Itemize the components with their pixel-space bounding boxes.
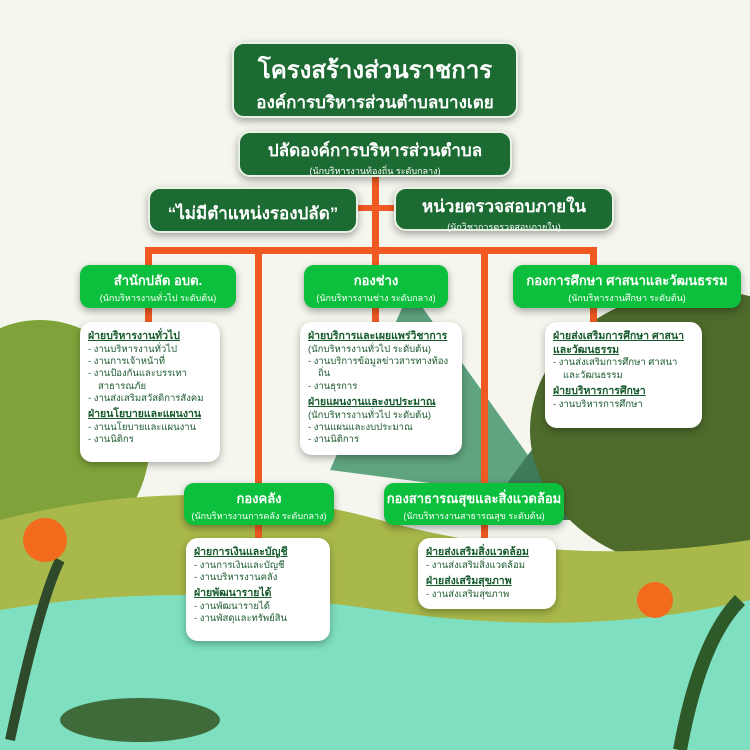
head-box: ปลัดองค์การบริหารส่วนตำบล (นักบริหารงานท… [238, 131, 512, 177]
section-heading: ฝ่ายส่งเสริมการศึกษา ศาสนาและวัฒนธรรม [553, 330, 684, 356]
section-note: (นักบริหารงานทั่วไป ระดับต้น) [308, 409, 431, 421]
section-item: - งานป้องกันและบรรเทาสาธารณภัย [88, 368, 188, 392]
section-heading: ฝ่ายส่งเสริมสิ่งแวดล้อม [426, 546, 529, 558]
division-title: กองสาธารณสุขและสิ่งแวดล้อม [386, 491, 562, 506]
section-item: - งานธุรการ [308, 380, 358, 392]
section-item: - งานพัฒนารายได้ [194, 600, 270, 612]
connector [481, 247, 488, 492]
section-item: - งานนโยบายและแผนงาน [88, 422, 197, 433]
section-item: - งานบริหารการศึกษา [553, 398, 643, 410]
division-box: กองคลัง (นักบริหารงานการคลัง ระดับกลาง) [184, 483, 334, 525]
connector-horizontal [145, 247, 596, 254]
section-item: - งานส่งเสริมสวัสดิการสังคม [88, 393, 204, 405]
section-card: ฝ่ายบริหารงานทั่วไป- งานบริหารงานทั่วไป-… [80, 322, 220, 462]
section-item: - งานบริหารงานทั่วไป [88, 343, 177, 355]
section-heading: ฝ่ายการเงินและบัญชี [194, 546, 288, 558]
section-heading: ฝ่ายแผนงานและงบประมาณ [308, 396, 436, 409]
section-heading: ฝ่ายบริหารการศึกษา [553, 384, 646, 397]
section-note: (นักบริหารงานทั่วไป ระดับต้น) [308, 343, 431, 355]
division-sub: (นักบริหารงานช่าง ระดับกลาง) [316, 293, 436, 303]
section-heading: ฝ่ายบริหารงานทั่วไป [88, 330, 180, 342]
section-item: - งานแผนและงบประมาณ [308, 422, 413, 433]
division-sub: (นักบริหารงานศึกษา ระดับต้น) [568, 293, 686, 303]
division-sub: (นักบริหารงานสาธารณสุข ระดับต้น) [403, 511, 545, 521]
connector [255, 520, 262, 545]
head-title: ปลัดองค์การบริหารส่วนตำบล [267, 141, 483, 160]
connector [255, 247, 262, 492]
audit-box: หน่วยตรวจสอบภายใน (นักวิชาการตรวจสอบภายใ… [394, 187, 614, 232]
division-box: กองช่าง (นักบริหารงานช่าง ระดับกลาง) [304, 265, 448, 308]
section-card: ฝ่ายส่งเสริมการศึกษา ศาสนาและวัฒนธรรม- ง… [545, 322, 702, 428]
connector-side [355, 205, 395, 211]
division-sub: (นักบริหารงานทั่วไป ระดับต้น) [99, 293, 217, 303]
section-item: - งานการเงินและบัญชี [194, 559, 285, 571]
section-card: ฝ่ายส่งเสริมสิ่งแวดล้อม- งานส่งเสริมสิ่ง… [418, 538, 556, 609]
section-item: - งานบริหารงานคลัง [194, 571, 278, 583]
section-item: - งานนิติการ [308, 434, 360, 446]
section-card: ฝ่ายการเงินและบัญชี- งานการเงินและบัญชี-… [186, 538, 330, 641]
division-sub: (นักบริหารงานการคลัง ระดับกลาง) [191, 511, 327, 521]
head-sub: (นักบริหารงานท้องถิ่น ระดับกลาง) [309, 166, 441, 176]
division-title: กองคลัง [236, 491, 282, 506]
deputy-box: “ไม่มีตำแหน่งรองปลัด” [148, 187, 358, 233]
division-title: สำนักปลัด อบต. [113, 273, 203, 288]
section-item: - งานส่งเสริมสิ่งแวดล้อม [426, 559, 525, 571]
section-card: ฝ่ายบริการและเผยแพร่วิชาการ(นักบริหารงาน… [300, 322, 462, 455]
section-item: - งานพัสดุและทรัพย์สิน [194, 613, 288, 625]
section-item: - งานนิติกร [88, 434, 134, 446]
section-item: - งานส่งเสริมการศึกษา ศาสนาและวัฒนธรรม [553, 357, 678, 381]
division-title: กองการศึกษา ศาสนาและวัฒนธรรม [526, 273, 728, 288]
section-item: - งานบริการข้อมูลข่าวสารทางท้องถิ่น [308, 355, 449, 380]
section-heading: ฝ่ายพัฒนารายได้ [194, 587, 272, 600]
connector [481, 520, 488, 545]
division-box: กองการศึกษา ศาสนาและวัฒนธรรม (นักบริหารงา… [513, 265, 741, 308]
title-box: โครงสร้างส่วนราชการ องค์การบริหารส่วนตำบ… [232, 42, 518, 118]
section-item: - งานการเจ้าหน้าที่ [88, 355, 165, 367]
section-item: - งานส่งเสริมสุขภาพ [426, 588, 510, 600]
section-heading: ฝ่ายส่งเสริมสุขภาพ [426, 574, 512, 587]
title-line2: องค์การบริหารส่วนตำบลบางเตย [256, 93, 494, 112]
division-box: กองสาธารณสุขและสิ่งแวดล้อม (นักบริหารงานส… [384, 483, 564, 525]
audit-sub: (นักวิชาการตรวจสอบภายใน) [447, 222, 561, 232]
audit-title: หน่วยตรวจสอบภายใน [421, 197, 587, 216]
section-heading: ฝ่ายนโยบายและแผนงาน [88, 408, 202, 421]
section-heading: ฝ่ายบริการและเผยแพร่วิชาการ [308, 330, 448, 342]
title-line1: โครงสร้างส่วนราชการ [257, 57, 493, 84]
division-box: สำนักปลัด อบต. (นักบริหารงานทั่วไป ระดับต… [80, 265, 236, 308]
division-title: กองช่าง [353, 273, 399, 288]
deputy-title: “ไม่มีตำแหน่งรองปลัด” [167, 204, 339, 223]
